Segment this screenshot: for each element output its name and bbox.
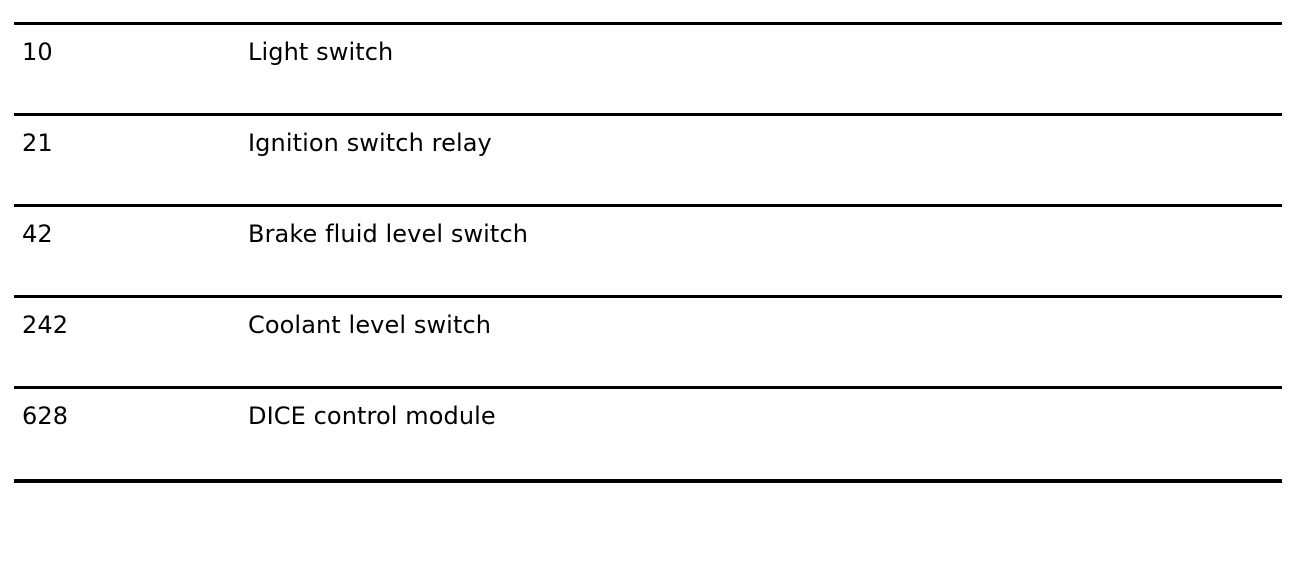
cell-reference-number: 10: [14, 22, 238, 115]
table-row: 628 DICE control module: [14, 386, 1282, 481]
table-body: 10 Light switch 21 Ignition switch relay…: [14, 22, 1282, 481]
table-row: 242 Coolant level switch: [14, 295, 1282, 388]
table-footer-row: [14, 478, 1282, 572]
description-text: Ignition switch relay: [248, 129, 492, 157]
cell-reference-number: 628: [14, 386, 238, 481]
cell-description: Ignition switch relay: [238, 113, 1282, 206]
cell-reference-number: 42: [14, 204, 238, 297]
description-text: Light switch: [248, 38, 394, 66]
bottom-rule-left: [14, 478, 238, 572]
bottom-rule-right: [238, 478, 1282, 572]
cell-description: Coolant level switch: [238, 295, 1282, 388]
description-text: Brake fluid level switch: [248, 220, 529, 248]
cell-description: Light switch: [238, 22, 1282, 115]
cell-reference-number: 21: [14, 113, 238, 206]
document-page: 10 Light switch 21 Ignition switch relay…: [14, 22, 1282, 572]
table-row: 21 Ignition switch relay: [14, 113, 1282, 206]
reference-number-text: 21: [22, 129, 53, 157]
cell-reference-number: 242: [14, 295, 238, 388]
component-reference-table: 10 Light switch 21 Ignition switch relay…: [14, 22, 1282, 572]
reference-number-text: 10: [22, 38, 53, 66]
description-text: Coolant level switch: [248, 311, 492, 339]
cell-description: Brake fluid level switch: [238, 204, 1282, 297]
reference-number-text: 242: [22, 311, 69, 339]
table-row: 10 Light switch: [14, 22, 1282, 115]
table-row: 42 Brake fluid level switch: [14, 204, 1282, 297]
reference-number-text: 42: [22, 220, 53, 248]
description-text: DICE control module: [248, 402, 496, 430]
reference-number-text: 628: [22, 402, 69, 430]
cell-description: DICE control module: [238, 386, 1282, 481]
table-bottom-rule: [14, 478, 1282, 572]
